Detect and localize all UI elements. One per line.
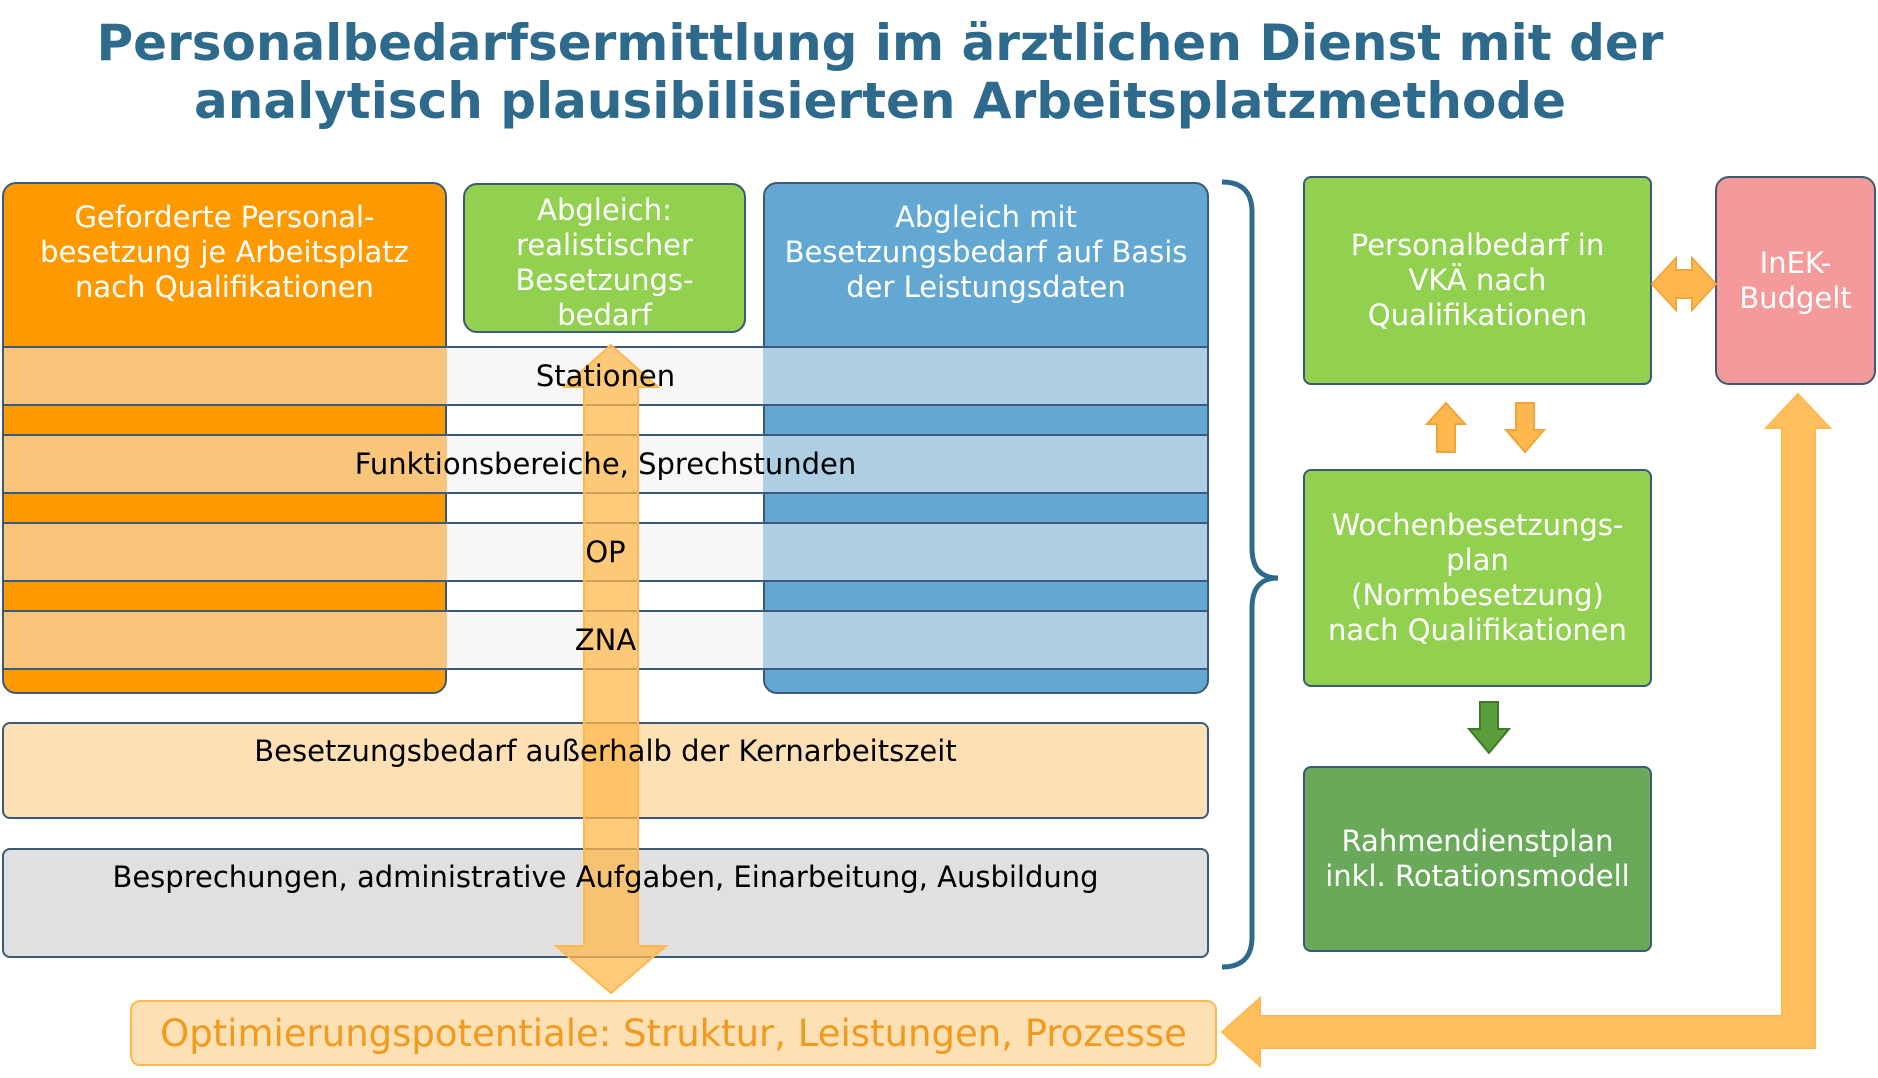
optimierung-box: Optimierungspotentiale: Struktur, Leistu… xyxy=(130,1000,1217,1066)
down-arrow xyxy=(1503,402,1547,454)
title-line-1: Personalbedarfsermittlung im ärztlichen … xyxy=(96,14,1664,72)
title-line-2: analytisch plausibilisierten Arbeitsplat… xyxy=(194,72,1566,130)
green-down-arrow xyxy=(1466,701,1512,755)
band-besprechungen-label: Besprechungen, administrative Aufgaben, … xyxy=(112,860,1099,894)
up-arrow xyxy=(1424,401,1468,453)
row-band-orange xyxy=(2,610,447,670)
row-band-blue xyxy=(763,610,1209,670)
personalbedarf-box: Personalbedarf in VKÄ nach Qualifikation… xyxy=(1303,176,1652,385)
rahmendienstplan-label: Rahmendienstplan inkl. Rotationsmodell xyxy=(1325,824,1630,893)
band-ausserhalb: Besetzungsbedarf außerhalb der Kernarbei… xyxy=(2,722,1209,819)
green-column-header-box: Abgleich: realistischer Besetzungs- beda… xyxy=(463,183,746,333)
green-column-header: Abgleich: realistischer Besetzungs- beda… xyxy=(515,193,694,332)
personalbedarf-label: Personalbedarf in VKÄ nach Qualifikation… xyxy=(1350,228,1605,332)
optimierung-label: Optimierungspotentiale: Struktur, Leistu… xyxy=(160,1011,1187,1055)
row-band-orange xyxy=(2,346,447,406)
orange-column-header: Geforderte Personal- besetzung je Arbeit… xyxy=(40,200,409,304)
band-besprechungen: Besprechungen, administrative Aufgaben, … xyxy=(2,848,1209,958)
wochenbesetzung-box: Wochenbesetzungs- plan (Normbesetzung) n… xyxy=(1303,469,1652,687)
horizontal-double-arrow xyxy=(1650,255,1718,313)
row-band-orange xyxy=(2,522,447,582)
row-band-blue xyxy=(763,434,1209,494)
row-band-middle xyxy=(447,434,763,494)
inek-box: InEK- Budgelt xyxy=(1715,176,1876,385)
curly-bracket xyxy=(1221,179,1279,970)
band-ausserhalb-label: Besetzungsbedarf außerhalb der Kernarbei… xyxy=(254,734,957,768)
row-band-middle xyxy=(447,610,763,670)
blue-column-header: Abgleich mit Besetzungsbedarf auf Basis … xyxy=(784,200,1188,304)
row-band-middle xyxy=(447,522,763,582)
row-band-orange xyxy=(2,434,447,494)
row-band-middle xyxy=(447,346,763,406)
row-band-blue xyxy=(763,346,1209,406)
inek-label: InEK- Budgelt xyxy=(1739,246,1852,315)
row-band-blue xyxy=(763,522,1209,582)
rahmendienstplan-box: Rahmendienstplan inkl. Rotationsmodell xyxy=(1303,766,1652,952)
wochenbesetzung-label: Wochenbesetzungs- plan (Normbesetzung) n… xyxy=(1328,508,1627,647)
page-title: Personalbedarfsermittlung im ärztlichen … xyxy=(0,14,1760,130)
